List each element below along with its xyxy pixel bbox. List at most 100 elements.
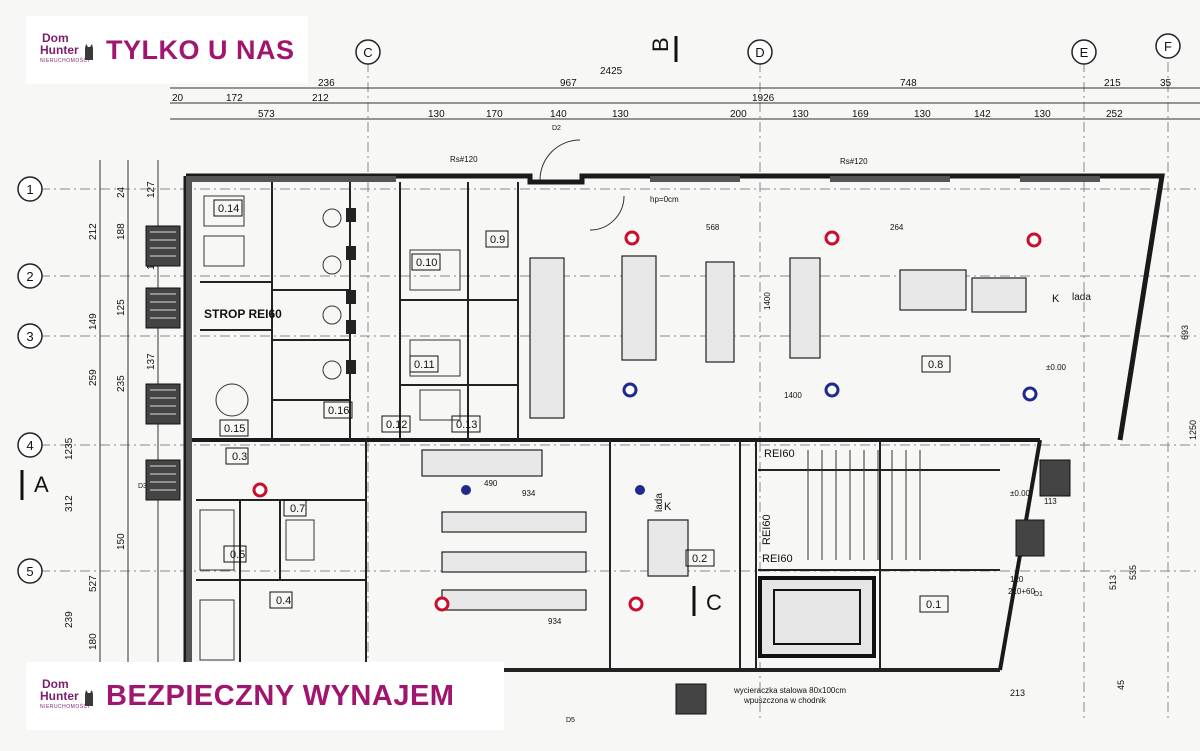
section-label: B: [648, 37, 673, 52]
plan-note: lada: [654, 493, 665, 512]
room-number: 0.14: [218, 203, 239, 215]
dimension: 142: [974, 109, 991, 120]
room-number: 0.2: [692, 553, 707, 565]
dimension: 1235: [64, 437, 75, 460]
plan-note: lada: [1072, 292, 1091, 303]
dimension: 967: [560, 78, 577, 89]
cat-icon: [85, 690, 93, 706]
dimension: 125: [116, 299, 127, 316]
dimension: 573: [258, 109, 275, 120]
dimension: 212: [312, 93, 329, 104]
axis-bubble: [747, 39, 773, 65]
plan-note: 45: [1116, 680, 1126, 690]
dimension: 130: [792, 109, 809, 120]
plan-note: 513: [1108, 575, 1118, 590]
dimension: 259: [88, 369, 99, 386]
axis-bubble: [17, 558, 43, 584]
plan-note: hp=0cm: [650, 195, 679, 204]
room-number: 0.12: [386, 419, 407, 431]
axis-bubble: [17, 176, 43, 202]
room-number: 0.9: [490, 234, 505, 246]
plan-note: wpuszczona w chodnik: [743, 696, 827, 705]
plan-note: wycieraczka stalowa 80x100cm: [733, 686, 846, 695]
room-number: 0.4: [276, 595, 291, 607]
plan-note: ±0.00: [1010, 489, 1031, 498]
plan-note: 210+60: [1008, 587, 1035, 596]
axis-number: 4: [26, 438, 33, 453]
plan-note: REI60: [762, 553, 793, 565]
dimension: 312: [64, 495, 75, 512]
plan-note: D2: [552, 125, 561, 132]
logo-subtitle: NIERUCHOMOŚCI: [40, 704, 90, 710]
axis-number: 3: [26, 329, 33, 344]
dimension: 170: [486, 109, 503, 120]
plan-note: D1: [1034, 591, 1043, 598]
plan-note: 1250: [1188, 420, 1198, 440]
dimension: 212: [88, 223, 99, 240]
dimension: 239: [64, 611, 75, 628]
plan-note: REI60: [764, 448, 795, 460]
plan-note: 213: [1010, 688, 1025, 698]
axis-letter: F: [1164, 39, 1172, 54]
axis-bubble: [17, 323, 43, 349]
dimension: 236: [318, 78, 335, 89]
dimension: 180: [88, 633, 99, 650]
axis-letter: C: [363, 45, 372, 60]
dimension: 172: [226, 93, 243, 104]
dimension: 150: [116, 533, 127, 550]
dimension: 235: [116, 375, 127, 392]
fire-safety-markers: [252, 230, 1042, 612]
axis-number: 5: [26, 564, 33, 579]
room-number: 0.3: [232, 451, 247, 463]
dimension: 130: [612, 109, 629, 120]
logo-text-dom: Dom: [42, 677, 69, 691]
plan-note: 1400: [784, 391, 802, 400]
axis-bubble: [17, 432, 43, 458]
axis-letter: E: [1080, 45, 1089, 60]
dimension: 188: [116, 223, 127, 240]
room-number: 0.16: [328, 405, 349, 417]
room-number: 0.11: [414, 359, 435, 371]
banner-safe-rent-text: BEZPIECZNY WYNAJEM: [106, 679, 455, 712]
logo-subtitle: NIERUCHOMOŚCI: [40, 58, 90, 64]
dimension: 200: [730, 109, 747, 120]
dimension: 1926: [752, 93, 775, 104]
axis-markers: C D E F 1 2 3 4 5: [17, 33, 1181, 584]
room-number: 0.7: [290, 503, 305, 515]
dimension: 35: [1160, 78, 1172, 89]
plan-note: 568: [706, 223, 720, 232]
plan-note: 535: [1128, 565, 1138, 580]
dimension: 20: [172, 93, 184, 104]
domhunter-logo: Dom Hunter NIERUCHOMOŚCI: [38, 28, 96, 72]
axis-letter: D: [755, 45, 764, 60]
axis-bubble: [1155, 33, 1181, 59]
axis-number: 2: [26, 269, 33, 284]
plan-note: K: [1052, 293, 1060, 305]
plan-note: K: [664, 501, 672, 513]
logo-text-hunter: Hunter: [40, 689, 79, 703]
plan-note: Rs#120: [840, 157, 868, 166]
axis-number: 1: [26, 182, 33, 197]
logo-text-dom: Dom: [42, 31, 69, 45]
plan-note: 490: [484, 479, 498, 488]
dimension: 140: [550, 109, 567, 120]
dimension: 137: [146, 353, 157, 370]
dimension: 130: [914, 109, 931, 120]
dimension: 130: [428, 109, 445, 120]
top-banner: Dom Hunter NIERUCHOMOŚCI TYLKO U NAS: [26, 16, 308, 84]
cat-icon: [85, 44, 93, 60]
logo-text-hunter: Hunter: [40, 43, 79, 57]
dimension: 130: [1034, 109, 1051, 120]
room-number: 0.15: [224, 423, 245, 435]
dimension: 24: [116, 186, 127, 198]
dimension: 527: [88, 575, 99, 592]
plan-note: 934: [548, 617, 562, 626]
axis-bubble: [1071, 39, 1097, 65]
plan-note: 934: [522, 489, 536, 498]
plan-note: 113: [1044, 497, 1057, 506]
room-number: 0.13: [456, 419, 477, 431]
room-number: 0.5: [230, 549, 245, 561]
plan-note: ±0.00: [1046, 363, 1067, 372]
dimension: 169: [852, 109, 869, 120]
